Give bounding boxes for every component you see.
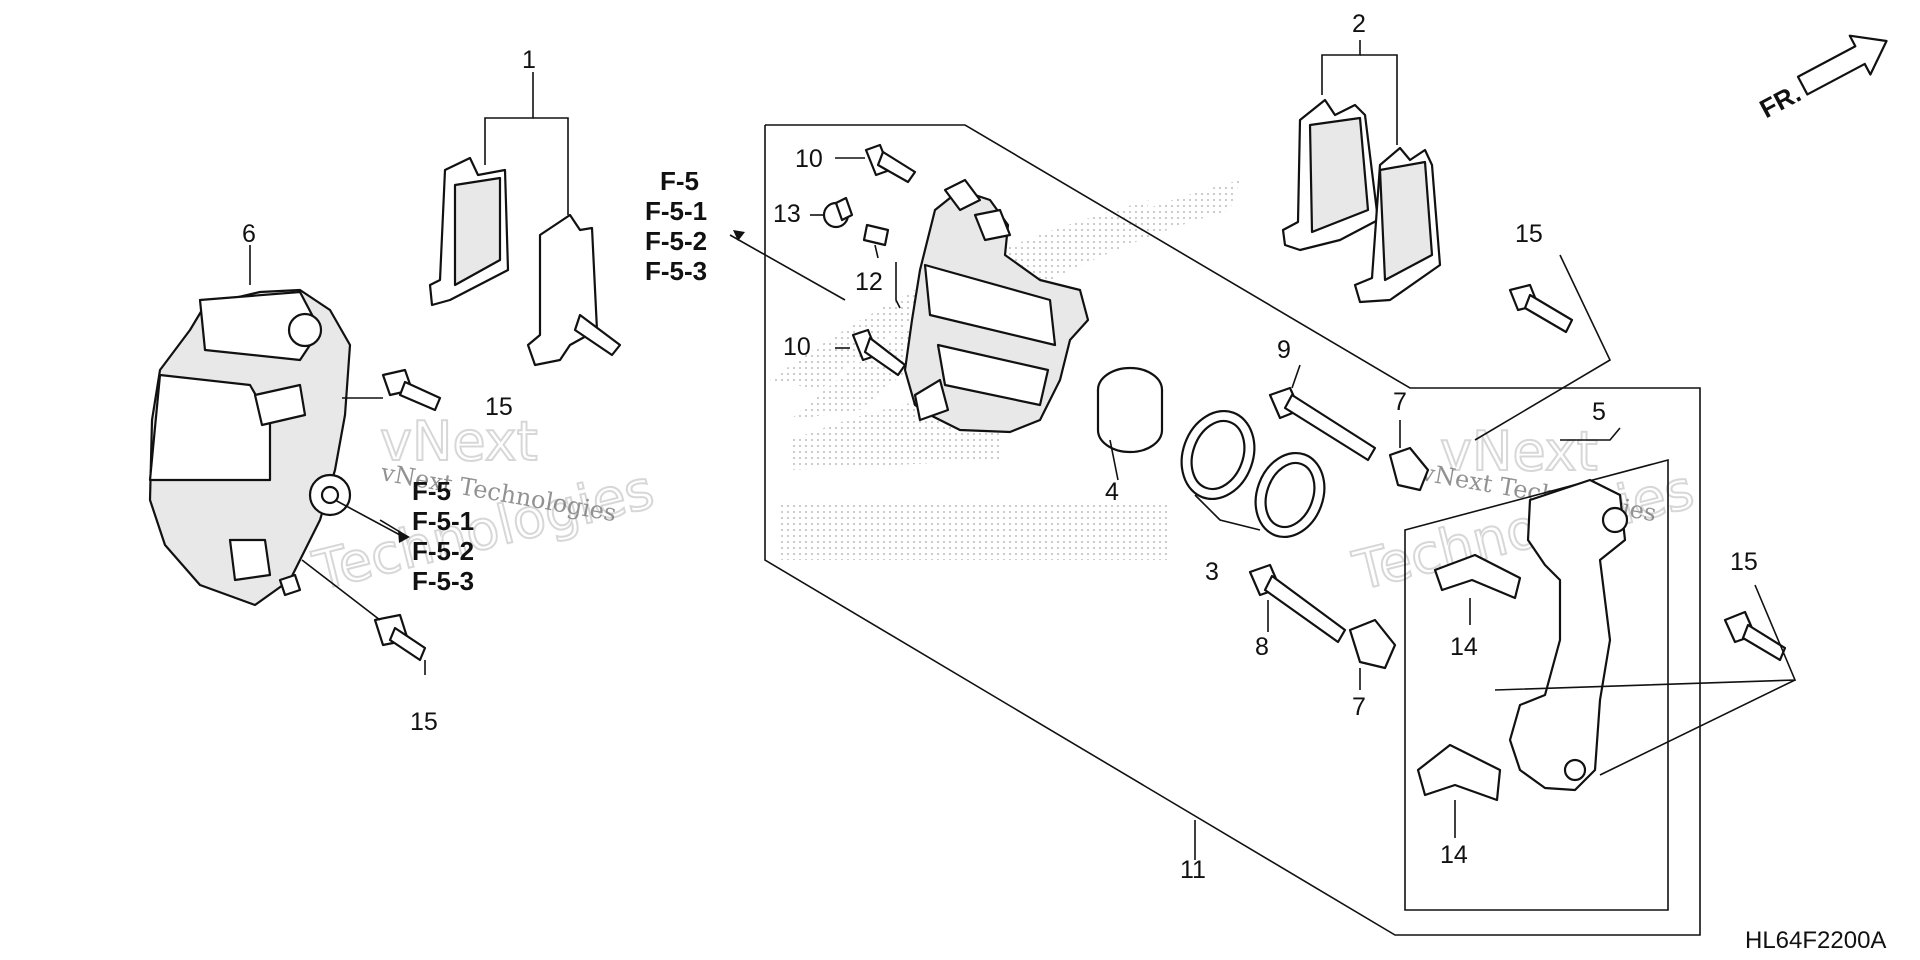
bolt-10-bottom[interactable]: [851, 328, 907, 377]
bleeder-13[interactable]: [822, 196, 854, 229]
ref-left-3: F-5-2: [412, 536, 474, 566]
ref-arrow-left: [398, 530, 410, 543]
ref-left-1: F-5: [412, 476, 451, 506]
seal-3[interactable]: [1170, 401, 1336, 547]
callout-1: 1: [522, 46, 536, 74]
ref-top-2: F-5-1: [645, 196, 707, 226]
ref-left-4: F-5-3: [412, 566, 474, 596]
callout-14-upper: 14: [1450, 633, 1478, 661]
piston-4[interactable]: [1096, 366, 1164, 454]
callout-15-c: 15: [1515, 220, 1543, 248]
callout-10-top: 10: [795, 145, 823, 173]
reference-group-top[interactable]: F-5 F-5-1 F-5-2 F-5-3: [645, 166, 707, 286]
bleeder-12[interactable]: [862, 223, 890, 247]
ref-top-1: F-5: [660, 166, 699, 196]
bolt-15-c[interactable]: [1508, 283, 1574, 334]
boot-7-upper[interactable]: [1388, 446, 1430, 492]
callout-15-b: 15: [410, 708, 438, 736]
callout-13: 13: [773, 200, 801, 228]
callout-15-d: 15: [1730, 548, 1758, 576]
callout-8: 8: [1255, 633, 1269, 661]
watermark-line1b: vNext: [1440, 420, 1598, 483]
ref-top-3: F-5-2: [645, 226, 707, 256]
pad-spring-14-upper[interactable]: [1433, 553, 1522, 600]
callout-14-lower: 14: [1440, 841, 1468, 869]
reference-group-left[interactable]: F-5 F-5-1 F-5-2 F-5-3: [412, 476, 474, 596]
boot-7-lower[interactable]: [1348, 618, 1397, 670]
bolt-15-d[interactable]: [1723, 610, 1787, 662]
callout-2: 2: [1352, 10, 1366, 38]
callout-10-bottom: 10: [783, 333, 811, 361]
leader-lines: [249, 40, 1797, 860]
slide-pin-9[interactable]: [1268, 386, 1377, 462]
bolt-15-a[interactable]: [381, 368, 442, 412]
callout-4: 4: [1105, 478, 1119, 506]
ref-left-2: F-5-1: [412, 506, 474, 536]
bolt-10-top[interactable]: [864, 143, 917, 184]
callout-3: 3: [1205, 558, 1219, 586]
callout-12: 12: [855, 268, 883, 296]
fr-label: FR.: [1755, 78, 1806, 124]
callout-6: 6: [242, 220, 256, 248]
callouts: 1 2 3 4 5 6 7 7 8 9 10 10 11 12 13 14 14…: [242, 10, 1758, 884]
fr-arrow-icon: FR.: [1755, 34, 1888, 124]
callout-9: 9: [1277, 336, 1291, 364]
bolt-15-b[interactable]: [373, 613, 427, 662]
assembly-outline-11: [764, 124, 1701, 936]
brake-pad-right-pair[interactable]: [1281, 98, 1442, 304]
diagram-code: HL64F2200A: [1745, 927, 1886, 954]
callout-7-lower: 7: [1352, 693, 1366, 721]
callout-15-a: 15: [485, 393, 513, 421]
caliper-assembly-6[interactable]: [148, 288, 352, 607]
ref-top-4: F-5-3: [645, 256, 707, 286]
ref-arrow-top: [733, 230, 745, 241]
pad-spring-14-lower[interactable]: [1416, 743, 1502, 802]
callout-11: 11: [1180, 856, 1206, 884]
callout-7-upper: 7: [1393, 388, 1407, 416]
brake-pad-left-pair[interactable]: [428, 156, 622, 367]
caliper-bracket-5[interactable]: [1508, 478, 1629, 792]
slide-pin-8[interactable]: [1248, 563, 1347, 644]
callout-5: 5: [1592, 398, 1606, 426]
caliper-body-11[interactable]: [903, 178, 1090, 434]
watermark-line1: vNext: [380, 410, 538, 473]
